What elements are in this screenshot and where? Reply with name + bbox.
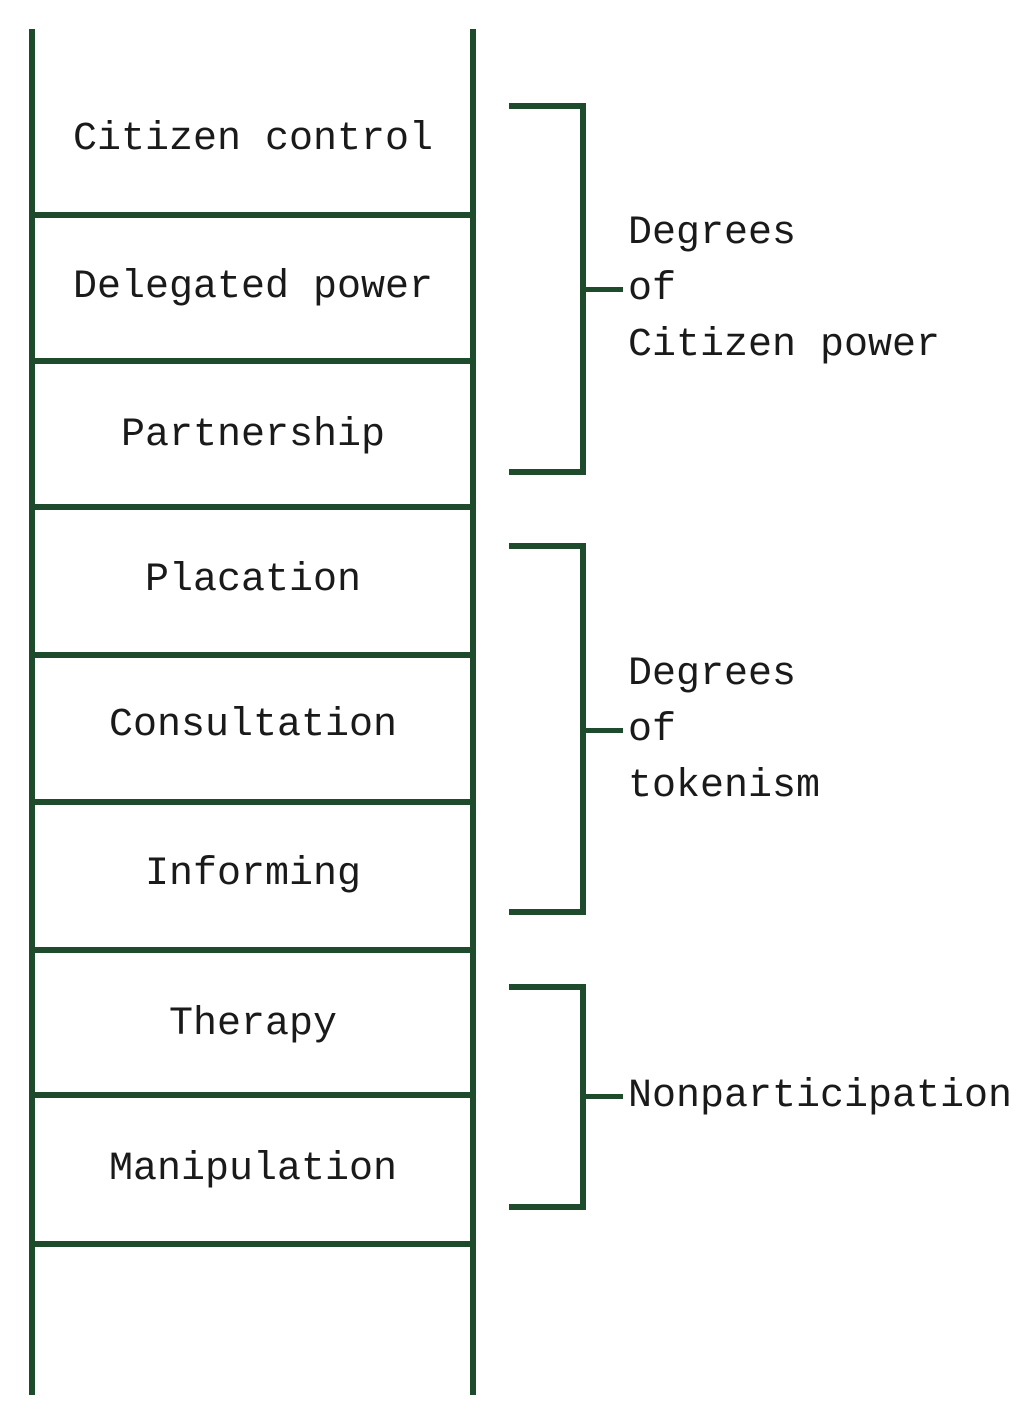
group-label-nonparticipation-line-1: Nonparticipation	[628, 1074, 1013, 1119]
rung-divider-6	[29, 947, 476, 953]
bracket-citizen-power-top	[509, 103, 586, 109]
bracket-citizen-power-vertical	[580, 103, 586, 475]
bracket-nonparticipation-top	[509, 984, 586, 990]
bracket-tokenism-tick	[584, 728, 623, 733]
rung-divider-8	[29, 1241, 476, 1247]
bracket-tokenism-top	[509, 543, 586, 549]
rung-label-citizen-control: Citizen control	[72, 117, 434, 162]
rung-divider-7	[29, 1092, 476, 1098]
group-label-tokenism: Degrees of tokenism	[628, 647, 820, 815]
rung-label-consultation: Consultation	[108, 703, 398, 748]
bracket-nonparticipation-vertical	[580, 984, 586, 1210]
group-label-citizen-power-line-2: of	[628, 267, 677, 312]
rung-divider-4	[29, 652, 476, 658]
group-label-citizen-power-line-1: Degrees	[628, 211, 797, 256]
rung-divider-2	[29, 358, 476, 364]
group-label-tokenism-line-1: Degrees	[628, 652, 797, 697]
rung-label-manipulation: Manipulation	[108, 1147, 398, 1192]
group-label-tokenism-line-2: of	[628, 708, 677, 753]
bracket-nonparticipation-bottom	[509, 1204, 586, 1210]
group-label-nonparticipation: Nonparticipation	[628, 1069, 1012, 1125]
rung-label-placation: Placation	[144, 558, 362, 603]
group-label-tokenism-line-3: tokenism	[628, 764, 821, 809]
rung-label-delegated-power: Delegated power	[72, 265, 434, 310]
group-label-citizen-power-line-3: Citizen power	[628, 323, 941, 368]
ladder-right-rail	[470, 29, 476, 1395]
rung-divider-5	[29, 799, 476, 805]
rung-divider-3	[29, 504, 476, 510]
ladder-left-rail	[29, 29, 35, 1395]
group-label-citizen-power: Degrees of Citizen power	[628, 206, 940, 374]
bracket-citizen-power-tick	[584, 287, 623, 292]
rung-divider-1	[29, 212, 476, 218]
rung-label-informing: Informing	[144, 852, 362, 897]
bracket-tokenism-bottom	[509, 909, 586, 915]
rung-label-partnership: Partnership	[120, 413, 386, 458]
bracket-nonparticipation-tick	[584, 1094, 623, 1099]
bracket-citizen-power-bottom	[509, 469, 586, 475]
rung-label-therapy: Therapy	[168, 1002, 338, 1047]
bracket-tokenism-vertical	[580, 543, 586, 915]
